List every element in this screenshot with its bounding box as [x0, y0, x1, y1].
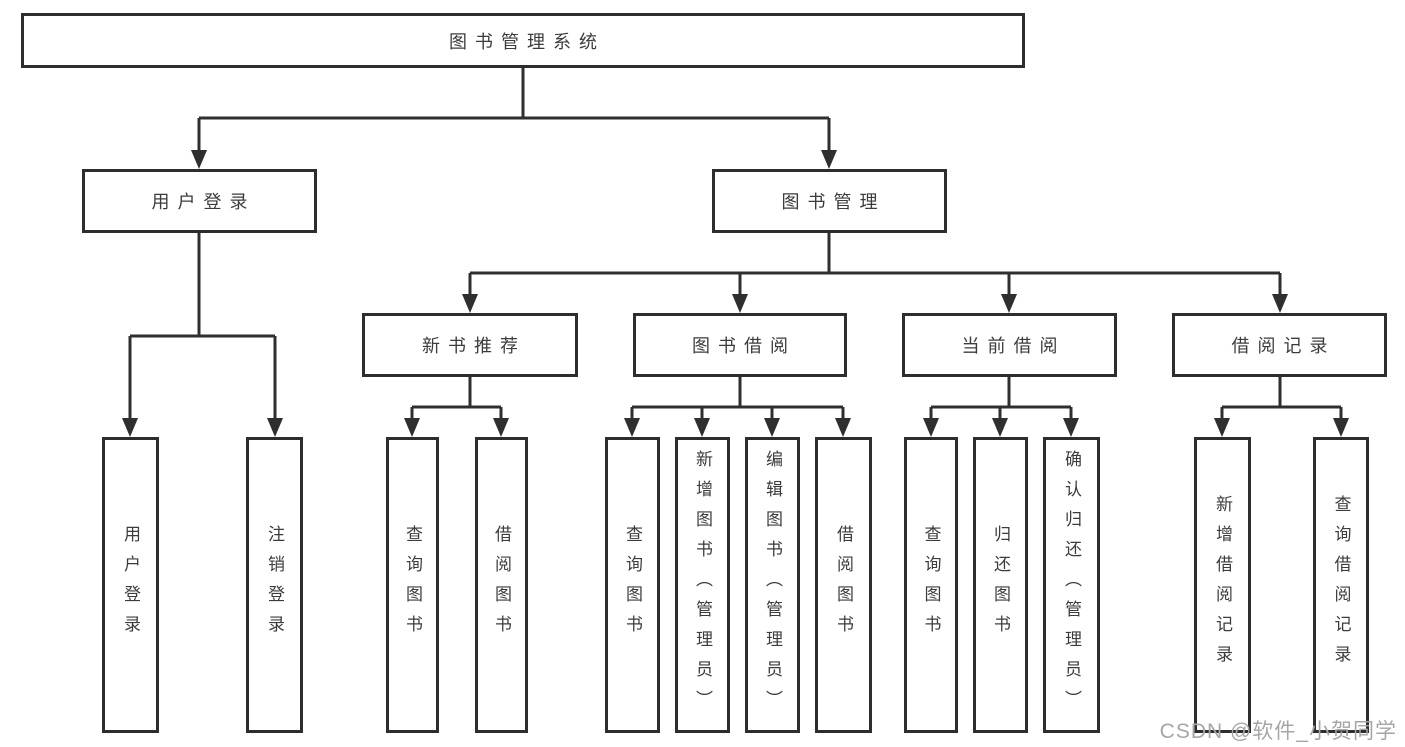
arrowhead-icon [462, 294, 478, 313]
connector-book-borrow-to-leaves [624, 377, 851, 437]
leaf-borrow-books: 借阅图书 [475, 437, 528, 733]
connector-borrow-records-to-leaves [1214, 377, 1349, 437]
leaf-add-borrow-record: 新增借阅记录 [1194, 437, 1251, 733]
arrowhead-icon [1063, 418, 1079, 437]
leaf-borrow-books: 借阅图书 [815, 437, 872, 733]
arrowhead-icon [624, 418, 640, 437]
arrowhead-icon [1214, 418, 1230, 437]
leaf-confirm-return-admin: 确认归还（管理员） [1043, 437, 1100, 733]
leaf-logout: 注销登录 [246, 437, 303, 733]
arrowhead-icon [191, 150, 207, 169]
arrowhead-icon [732, 294, 748, 313]
arrowhead-icon [821, 150, 837, 169]
connector-new-books-to-leaves [404, 377, 509, 437]
arrowhead-icon [404, 418, 420, 437]
leaf-query-books: 查询图书 [605, 437, 660, 733]
arrowhead-icon [923, 418, 939, 437]
node-new-book-recommend: 新书推荐 [362, 313, 578, 377]
arrowhead-icon [493, 418, 509, 437]
node-library-management-system: 图书管理系统 [21, 13, 1025, 68]
arrowhead-icon [992, 418, 1008, 437]
leaf-query-books: 查询图书 [386, 437, 439, 733]
node-book-borrowing: 图书借阅 [633, 313, 847, 377]
arrowhead-icon [1272, 294, 1288, 313]
node-book-management: 图书管理 [712, 169, 947, 233]
arrowhead-icon [1001, 294, 1017, 313]
node-borrow-records: 借阅记录 [1172, 313, 1387, 377]
leaf-edit-books-admin: 编辑图书（管理员） [745, 437, 800, 733]
leaf-query-borrow-record: 查询借阅记录 [1313, 437, 1369, 733]
arrowhead-icon [1333, 418, 1349, 437]
connector-root-to-level2 [191, 68, 837, 169]
connector-user-login-to-leaves [122, 233, 283, 437]
node-user-login: 用户登录 [82, 169, 317, 233]
leaf-query-books: 查询图书 [904, 437, 958, 733]
arrowhead-icon [122, 418, 138, 437]
connector-book-mgmt-to-level3 [462, 233, 1288, 313]
connector-current-borrow-to-leaves [923, 377, 1079, 437]
arrowhead-icon [694, 418, 710, 437]
leaf-user-login: 用户登录 [102, 437, 159, 733]
leaf-add-books-admin: 新增图书（管理员） [675, 437, 730, 733]
arrowhead-icon [267, 418, 283, 437]
arrowhead-icon [764, 418, 780, 437]
leaf-return-books: 归还图书 [973, 437, 1028, 733]
csdn-watermark: CSDN @软件_小贺同学 [1159, 720, 1397, 743]
arrowhead-icon [835, 418, 851, 437]
node-current-borrowing: 当前借阅 [902, 313, 1117, 377]
